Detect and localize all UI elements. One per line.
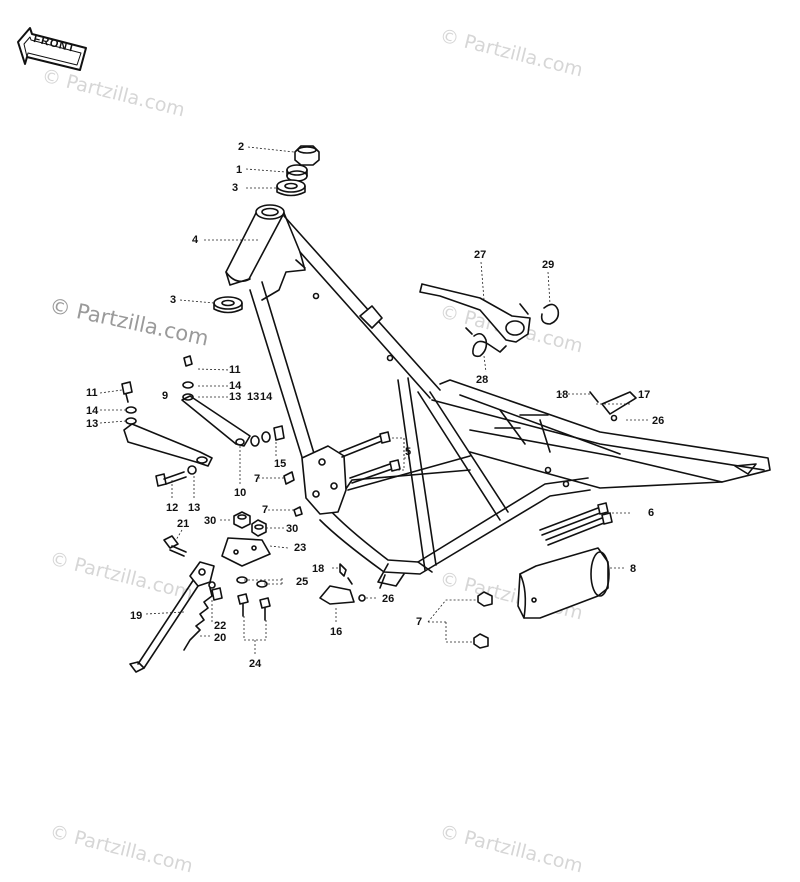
callout-18: 18 (312, 563, 325, 575)
callout-22: 22 (214, 620, 227, 632)
nut-7 (283, 471, 303, 517)
callout-3: 3 (232, 182, 239, 194)
callout-1: 1 (236, 164, 243, 176)
side-stand (129, 561, 215, 673)
stand-pivot-nuts (211, 576, 271, 621)
steering-washer (286, 164, 308, 182)
steering-stem-nut (294, 145, 320, 166)
bracket-16 (319, 563, 366, 605)
side-stand-spring (183, 581, 216, 651)
callout-11: 11 (229, 364, 241, 376)
callout-10: 10 (234, 487, 247, 499)
bracket (589, 391, 637, 422)
callout-30: 30 (286, 523, 299, 535)
frame (225, 204, 771, 589)
bearing-race-upper (276, 179, 306, 197)
callout-28: 28 (476, 374, 489, 386)
callout-16: 16 (330, 626, 343, 638)
callout-18: 18 (556, 389, 569, 401)
bolt-12 (155, 465, 197, 487)
callout-26: 26 (652, 415, 665, 427)
callout-26: 26 (382, 593, 395, 605)
callout-14: 14 (86, 405, 99, 417)
callout-8: 8 (630, 563, 637, 575)
callout-7: 7 (416, 616, 423, 628)
callout-14: 14 (229, 380, 242, 392)
callout-13: 13 (86, 418, 99, 430)
callout-5: 5 (405, 446, 412, 458)
callout-4: 4 (192, 234, 199, 246)
callout-23: 23 (294, 542, 307, 554)
callout-17: 17 (638, 389, 651, 401)
callout-2: 2 (238, 141, 245, 153)
callout-29: 29 (542, 259, 555, 271)
side-stand-bracket (221, 537, 271, 567)
callout-9: 9 (162, 390, 169, 402)
callout-20: 20 (214, 632, 227, 644)
callout-13: 13 (229, 391, 242, 403)
return-spring (465, 327, 507, 358)
callout-12: 12 (166, 502, 179, 514)
callout-21: 21 (177, 518, 190, 530)
circlip (540, 303, 560, 325)
nut-7-right (473, 591, 493, 649)
nut-30 (233, 511, 267, 537)
callout-14: 14 (260, 391, 273, 403)
callout-27: 27 (474, 249, 487, 261)
leader-lines (99, 146, 650, 656)
callout-19: 19 (130, 610, 143, 622)
callout-25: 25 (296, 576, 309, 588)
front-arrow-icon (17, 27, 87, 71)
callout-7: 7 (254, 473, 261, 485)
callout-11: 11 (86, 387, 98, 399)
tool-box (517, 547, 610, 619)
through-bolt (539, 502, 613, 546)
bolt-21 (163, 535, 187, 557)
engine-mount-bolt (339, 431, 401, 484)
callout-7: 7 (262, 504, 269, 516)
washers (125, 381, 285, 447)
bearing-race-lower (213, 296, 243, 314)
callout-3: 3 (170, 294, 177, 306)
callout-15: 15 (274, 458, 287, 470)
callout-24: 24 (249, 658, 262, 670)
bolt-11 (121, 355, 193, 403)
callout-13: 13 (247, 391, 260, 403)
callout-6: 6 (648, 507, 655, 519)
footrest-bar (123, 395, 251, 467)
callout-30: 30 (204, 515, 217, 527)
callout-13: 13 (188, 502, 201, 514)
brake-pedal (419, 283, 531, 343)
